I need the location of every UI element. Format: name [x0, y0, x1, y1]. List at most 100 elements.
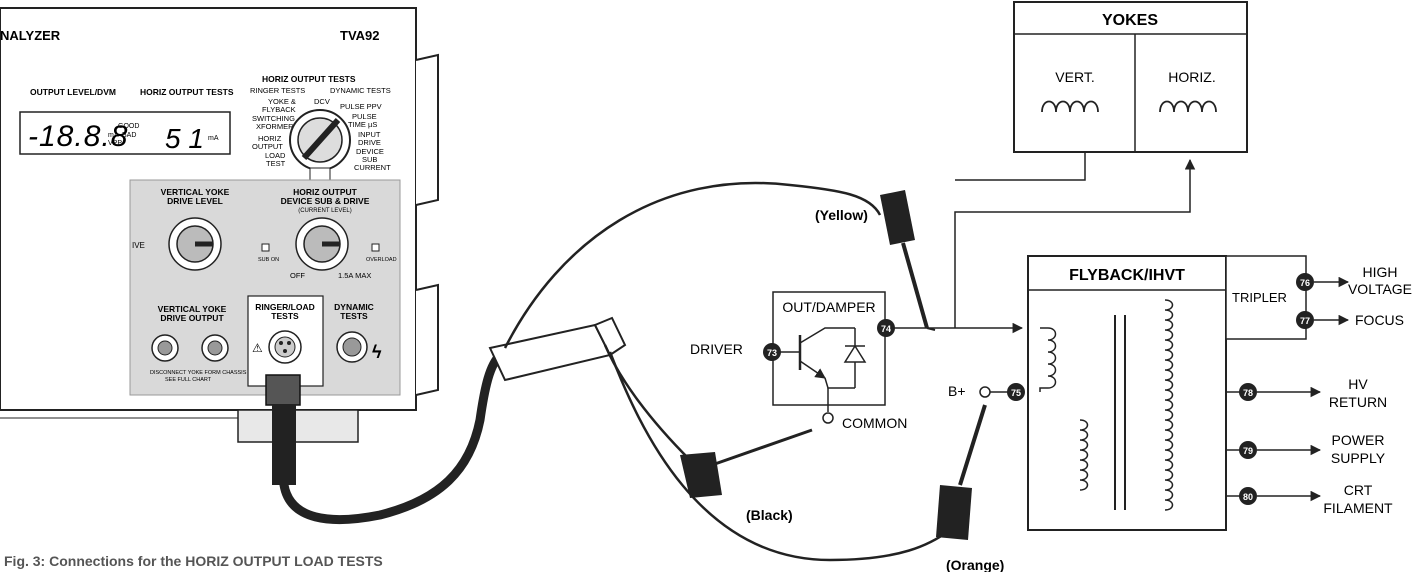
vertical-yoke-output-label-2: DRIVE OUTPUT: [160, 313, 224, 323]
pos-output: OUTPUT: [252, 142, 283, 151]
output-78: 78 HV RETURN: [1226, 376, 1387, 410]
disconnect-note: DISCONNECT YOKE FORM CHASSIS: [150, 370, 247, 376]
lightning-icon: ϟ: [372, 342, 382, 362]
analyzer-brand: NALYZER: [0, 28, 61, 43]
orange-wire: [608, 351, 951, 562]
vertical-yoke-drive-label-2: DRIVE LEVEL: [167, 196, 223, 206]
output-79-label-1: POWER: [1332, 432, 1385, 448]
dynamic-tests-jack[interactable]: [336, 331, 368, 363]
tripler-box: [1225, 255, 1307, 340]
ringer-load-jack[interactable]: [268, 330, 302, 364]
output-level-label: OUTPUT LEVEL/DVM: [30, 87, 116, 97]
max-label: 1.5A MAX: [338, 271, 371, 280]
vertical-yoke-output-jack-2[interactable]: [201, 334, 229, 362]
node-73: [763, 343, 781, 361]
display-good: GOOD: [118, 123, 139, 130]
pos-switching: SWITCHING: [252, 114, 295, 123]
pos-load: LOAD: [265, 151, 286, 160]
horiz-output-device-label-1: HORIZ OUTPUT: [293, 187, 358, 197]
display-bad: BAD: [122, 132, 136, 139]
output-79-num: 79: [1243, 446, 1253, 456]
filament-coil: [1079, 419, 1089, 491]
warning-icon: ⚠: [252, 341, 263, 355]
orange-label: (Orange): [946, 557, 1004, 572]
flyback-title: FLYBACK/IHVT: [1069, 267, 1185, 284]
output-76-label-1: HIGH: [1363, 264, 1398, 280]
vertical-yoke-drive-knob[interactable]: [168, 217, 222, 271]
figure-caption: Fig. 3: Connections for the HORIZ OUTPUT…: [4, 553, 383, 569]
pos-device: DEVICE: [356, 147, 384, 156]
pos-xformer: XFORMER: [256, 122, 294, 131]
lcd-display: [19, 111, 231, 155]
vert-coil: [1041, 100, 1099, 113]
pos-horiz: HORIZ: [258, 134, 282, 143]
output-80: 80 CRT FILAMENT: [1226, 482, 1393, 516]
output-80-label-2: FILAMENT: [1323, 500, 1393, 516]
pos-input: INPUT: [358, 130, 381, 139]
primary-coil: [1039, 327, 1057, 392]
pos-yoke: YOKE &: [268, 97, 296, 106]
vertical-yoke-output-jack-1[interactable]: [151, 334, 179, 362]
pos-dcv: DCV: [314, 97, 330, 106]
overload-label: OVERLOAD: [366, 257, 397, 263]
node-74: [877, 319, 895, 337]
horiz-output-device-knob[interactable]: [295, 217, 349, 271]
current-level-label: (CURRENT LEVEL): [298, 208, 352, 214]
vertical-yoke-drive-label-1: VERTICAL YOKE: [161, 187, 230, 197]
see-full-chart: SEE FULL CHART: [165, 377, 212, 383]
tripler-label: TRIPLER: [1232, 290, 1287, 305]
ive-fragment: IVE: [132, 241, 145, 250]
flyback-box: FLYBACK/IHVT TRIPLER: [1027, 255, 1307, 531]
black-label: (Black): [746, 507, 793, 523]
output-80-num: 80: [1243, 492, 1253, 502]
orange-probe[interactable]: [936, 404, 987, 540]
node-75-label: 75: [1011, 388, 1021, 398]
display-right-value: 5 1: [165, 123, 204, 154]
analyzer-instrument: NALYZER TVA92 OUTPUT LEVEL/DVM HORIZ OUT…: [0, 7, 439, 443]
display-right-unit: mA: [208, 135, 219, 142]
horiz-label: HORIZ.: [1168, 69, 1215, 85]
vert-label: VERT.: [1055, 69, 1094, 85]
pos-pulse-ppv: PULSE PPV: [340, 102, 382, 111]
output-77: 77 FOCUS: [1296, 311, 1404, 329]
ringer-tests-label: RINGER TESTS: [250, 86, 305, 95]
yellow-label: (Yellow): [815, 207, 868, 223]
pos-current: CURRENT: [354, 163, 391, 172]
output-76-label-2: VOLTAGE: [1348, 281, 1412, 297]
pos-pulse-time-2: TIME µS: [348, 120, 377, 129]
output-79: 79 POWER SUPPLY: [1226, 432, 1386, 466]
out-damper-title: OUT/DAMPER: [782, 299, 875, 315]
dynamic-tests-label-1: DYNAMIC: [334, 302, 374, 312]
sub-on-indicator: [261, 243, 270, 252]
output-77-label-1: FOCUS: [1355, 312, 1404, 328]
yokes-box: YOKES VERT. HORIZ.: [1013, 1, 1248, 153]
pos-flyback: FLYBACK: [262, 105, 296, 114]
horiz-output-tests-label: HORIZ OUTPUT TESTS: [140, 87, 234, 97]
black-probe[interactable]: [680, 428, 813, 498]
output-78-label-1: HV: [1348, 376, 1368, 392]
pos-sub: SUB: [362, 155, 377, 164]
b-plus-label: B+: [948, 383, 966, 399]
yellow-probe[interactable]: [880, 190, 936, 331]
yokes-title: YOKES: [1102, 12, 1158, 29]
display-unit-ma: mA: [108, 132, 119, 139]
b-plus-terminal: [979, 386, 991, 398]
horiz-coil: [1159, 100, 1217, 113]
ringer-load-label-2: TESTS: [271, 311, 299, 321]
vertical-yoke-output-label-1: VERTICAL YOKE: [158, 304, 227, 314]
pos-drive: DRIVE: [358, 138, 381, 147]
common-terminal: [822, 412, 834, 424]
output-80-label-1: CRT: [1344, 482, 1373, 498]
driver-label: DRIVER: [690, 341, 743, 357]
common-label: COMMON: [842, 415, 907, 431]
test-lead-cable: [265, 316, 627, 524]
node-74-label: 74: [881, 324, 891, 334]
output-77-num: 77: [1300, 316, 1310, 326]
output-78-label-2: RETURN: [1329, 394, 1387, 410]
output-76: 76 HIGH VOLTAGE: [1296, 264, 1412, 297]
sub-on-label: SUB ON: [258, 257, 279, 263]
pos-test: TEST: [266, 159, 286, 168]
dynamic-tests-label-2: TESTS: [340, 311, 368, 321]
selector-knob[interactable]: [289, 109, 351, 181]
